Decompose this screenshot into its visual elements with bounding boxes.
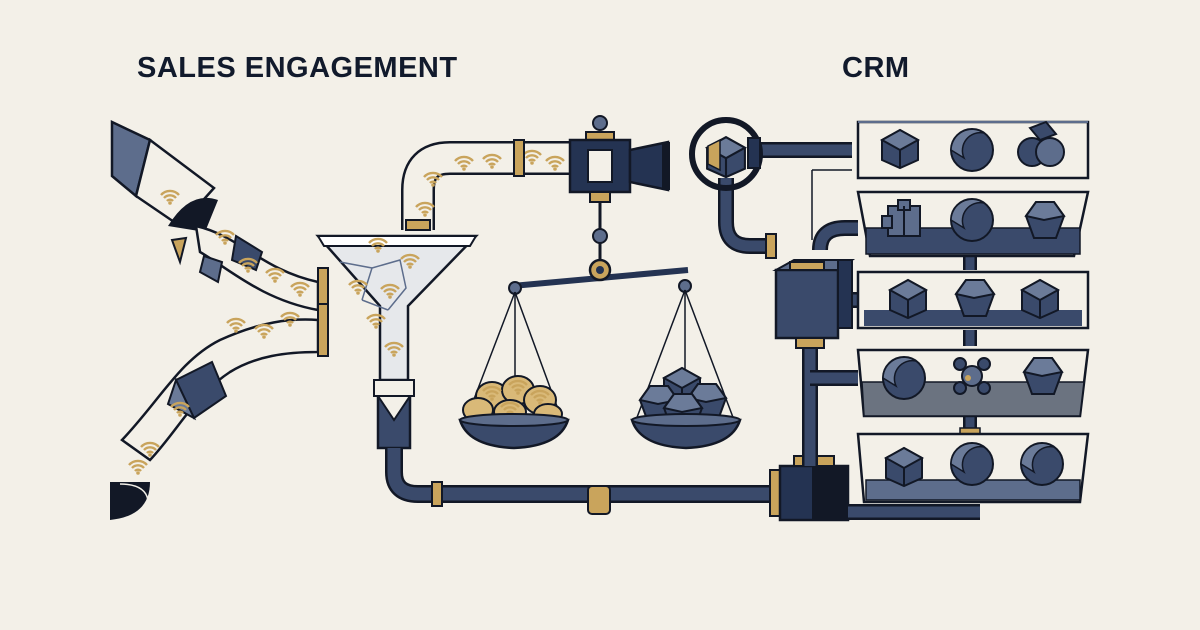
input-outlet-bottom [110, 482, 150, 520]
sales-engagement-label: SALES ENGAGEMENT [137, 52, 458, 84]
crm-pipes [718, 142, 981, 520]
ribbon-stream-lower [120, 303, 329, 476]
upper-pipe [401, 139, 570, 231]
crm-shelf-3 [856, 270, 1090, 330]
gear-icon [689, 117, 763, 191]
crm-shelf-1 [856, 120, 1090, 180]
crm-label: CRM [842, 52, 910, 84]
input-hopper-top [110, 120, 218, 266]
valve-icon [568, 115, 670, 270]
sphere-icon [950, 128, 994, 172]
crm-shelf-2 [856, 190, 1090, 258]
left-input-streams [110, 120, 329, 520]
cluster-icon [1017, 120, 1065, 167]
funnel-icon [315, 234, 479, 450]
molecule-icon [953, 357, 991, 395]
scale-icon [458, 258, 742, 450]
ribbon-stream-upper [194, 224, 329, 319]
crm-shelf-4 [856, 348, 1090, 418]
bottom-pipe [385, 448, 850, 522]
crm-shelf-5 [856, 432, 1090, 504]
jigsaw-icon [881, 199, 921, 237]
